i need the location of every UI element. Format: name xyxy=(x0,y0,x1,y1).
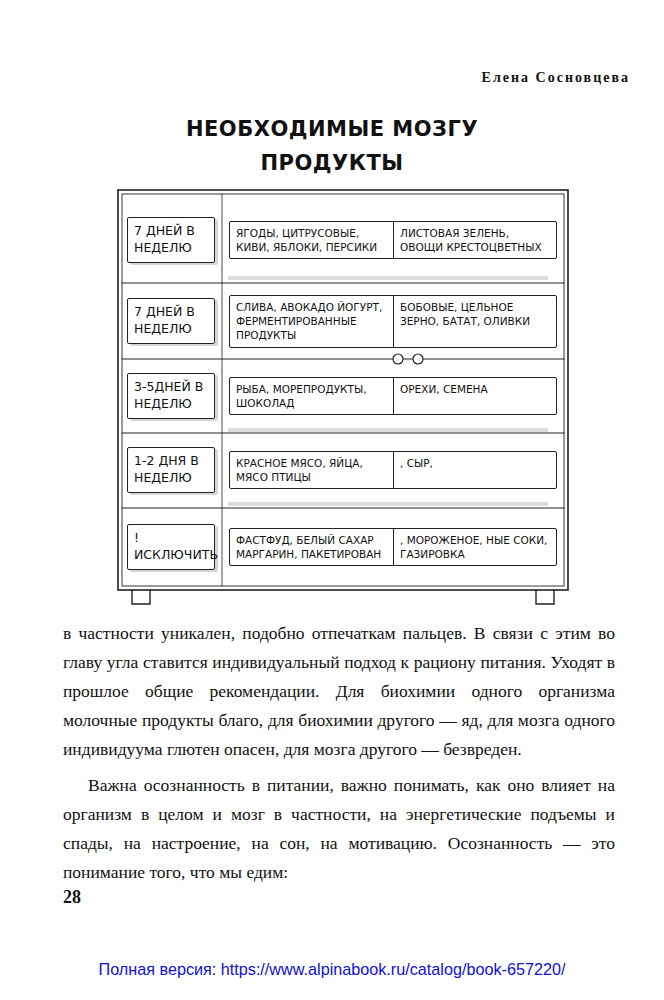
shadow-smudge xyxy=(228,502,548,506)
page-number: 28 xyxy=(63,887,163,908)
body-paragraph: в частности уникален, подобно отпечаткам… xyxy=(63,619,615,764)
frequency-label: !ИСКЛЮЧИТЬ xyxy=(134,530,208,564)
food-list: , МОРОЖЕНОЕ, НЫЕ СОКИ, ГАЗИРОВКА xyxy=(393,529,556,565)
frequency-tag: 3-5ДНЕЙ В НЕДЕЛЮ xyxy=(127,373,215,419)
frequency-label: 1-2 ДНЯ В НЕДЕЛЮ xyxy=(134,453,208,487)
food-list: ЯГОДЫ, ЦИТРУСОВЫЕ, КИВИ, ЯБЛОКИ, ПЕРСИКИ xyxy=(230,222,393,258)
food-list: ФАСТФУД, БЕЛЫЙ САХАР МАРГАРИН, ПАКЕТИРОВ… xyxy=(230,529,393,565)
shelf-line xyxy=(122,432,564,433)
drawer-knob xyxy=(413,354,423,364)
food-list: ОРЕХИ, СЕМЕНА xyxy=(393,378,556,414)
food-list: БОБОВЫЕ, ЦЕЛЬНОЕ ЗЕРНО, БАТАТ, ОЛИВКИ xyxy=(393,296,556,347)
food-list: , СЫР, xyxy=(393,452,556,488)
food-list: ЛИСТОВАЯ ЗЕЛЕНЬ, ОВОЩИ КРЕСТОЦВЕТНЫХ xyxy=(393,222,556,258)
food-list: КРАСНОЕ МЯСО, ЯЙЦА, МЯСО ПТИЦЫ xyxy=(230,452,393,488)
frequency-tag: !ИСКЛЮЧИТЬ xyxy=(127,524,215,570)
shelf-line xyxy=(122,507,564,508)
shelf-box: ФАСТФУД, БЕЛЫЙ САХАР МАРГАРИН, ПАКЕТИРОВ… xyxy=(229,528,557,566)
shadow-smudge xyxy=(228,428,548,432)
frequency-label: 3-5ДНЕЙ В НЕДЕЛЮ xyxy=(134,379,208,413)
shelf-box: СЛИВА, АВОКАДО ЙОГУРТ, ФЕРМЕНТИРОВАННЫЕ … xyxy=(229,295,557,348)
cabinet-leg xyxy=(536,590,554,604)
shelf-box: ЯГОДЫ, ЦИТРУСОВЫЕ, КИВИ, ЯБЛОКИ, ПЕРСИКИ… xyxy=(229,221,557,259)
cabinet-leg xyxy=(132,590,150,604)
food-list: СЛИВА, АВОКАДО ЙОГУРТ, ФЕРМЕНТИРОВАННЫЕ … xyxy=(230,296,393,347)
shelf-line xyxy=(122,282,564,283)
frequency-tag: 7 ДНЕЙ В НЕДЕЛЮ xyxy=(127,298,215,344)
body-paragraph: Важна осознанность в питании, важно пони… xyxy=(63,771,615,887)
food-list: РЫБА, МОРЕПРОДУКТЫ, ШОКОЛАД xyxy=(230,378,393,414)
frequency-label: 7 ДНЕЙ В НЕДЕЛЮ xyxy=(134,304,208,338)
shelf-line xyxy=(122,358,564,359)
shelf-box: РЫБА, МОРЕПРОДУКТЫ, ШОКОЛАДОРЕХИ, СЕМЕНА xyxy=(229,377,557,415)
frequency-label: 7 ДНЕЙ В НЕДЕЛЮ xyxy=(134,223,208,257)
running-header: Елена Сосновцева xyxy=(330,70,630,86)
footer-link: Полная версия: https://www.alpinabook.ru… xyxy=(0,960,664,979)
shadow-smudge xyxy=(228,276,548,280)
diagram-title: НЕОБХОДИМЫЕ МОЗГУ ПРОДУКТЫ xyxy=(182,112,482,180)
column-line xyxy=(222,194,223,586)
frequency-tag: 1-2 ДНЯ В НЕДЕЛЮ xyxy=(127,447,215,493)
frequency-tag: 7 ДНЕЙ В НЕДЕЛЮ xyxy=(127,217,215,263)
cabinet-frame xyxy=(118,190,568,590)
cabinet-inner-frame xyxy=(122,194,564,586)
drawer-knob xyxy=(393,354,403,364)
shelf-box: КРАСНОЕ МЯСО, ЯЙЦА, МЯСО ПТИЦЫ, СЫР, xyxy=(229,451,557,489)
